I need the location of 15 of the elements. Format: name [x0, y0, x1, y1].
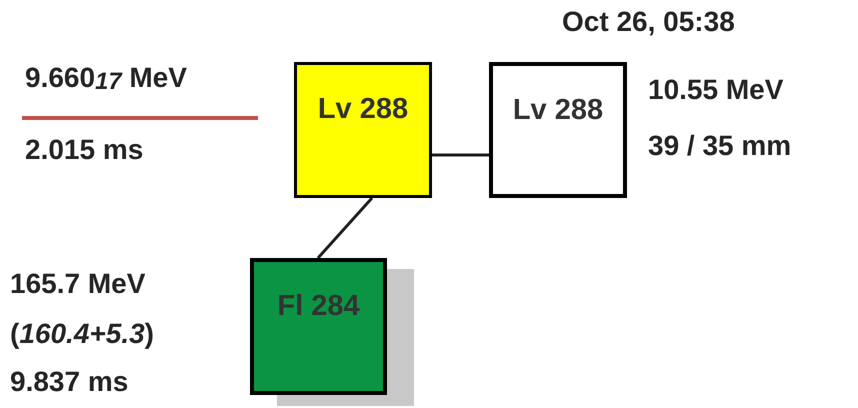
nuclide-box — [489, 62, 627, 198]
connector-line — [316, 197, 374, 259]
measurement-text: 165.7 MeV — [10, 268, 146, 300]
measurement-text: 10.55 MeV — [648, 74, 784, 106]
nuclide-label: Lv 288 — [318, 93, 408, 126]
nuclide-box — [294, 62, 432, 198]
measurement-text: 9.660$_{17}$ MeV — [25, 62, 187, 96]
measurement-text: Oct 26, 05:38 — [562, 6, 735, 38]
measurement-text: (160.4+5.3) — [10, 318, 154, 350]
connector-line — [432, 154, 489, 156]
measurement-text: 39 / 35 mm — [648, 130, 792, 162]
measurement-text: 9.837 ms — [10, 366, 128, 398]
nuclide-label: Lv 288 — [512, 94, 604, 127]
nuclide-label: Fl 284 — [277, 290, 360, 323]
measurement-text: 2.015 ms — [25, 134, 144, 166]
